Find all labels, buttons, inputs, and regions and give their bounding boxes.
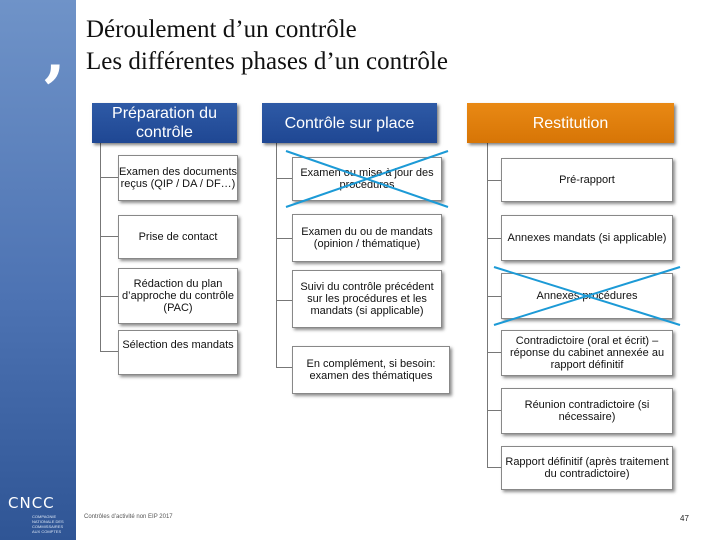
connector-tick — [100, 236, 118, 237]
connector-tick — [276, 367, 292, 368]
quote-mark-icon: , — [44, 16, 66, 89]
connector-tick — [100, 296, 118, 297]
heading-restitution: Restitution — [467, 103, 674, 143]
rest-item-5-label: Réunion contradictoire (si nécessaire) — [524, 399, 650, 423]
footer-note: Contrôles d’activité non EIP 2017 — [84, 514, 173, 520]
site-item-1-label: Examen ou mise à jour des procédures — [300, 167, 434, 191]
heading-preparation: Préparation du contrôle — [92, 103, 237, 143]
heading-restitution-label: Restitution — [532, 114, 609, 132]
site-item-2: Examen du ou de mandats (opinion / théma… — [292, 214, 442, 262]
connector-col3 — [487, 142, 488, 468]
connector-col1 — [100, 140, 101, 352]
title-line-2: Les différentes phases d’un contrôle — [86, 48, 448, 75]
connector-tick — [487, 467, 501, 468]
site-item-4: En complément, si besoin: examen des thé… — [292, 346, 450, 394]
rest-item-4: Contradictoire (oral et écrit) – réponse… — [501, 330, 673, 376]
site-item-3: Suivi du contrôle précédent sur les proc… — [292, 270, 442, 328]
rest-item-2: Annexes mandats (si applicable) — [501, 215, 673, 261]
prep-item-3-label: Rédaction du plan d’approche du contrôle… — [122, 278, 234, 314]
connector-tick — [487, 352, 501, 353]
prep-item-1-label: Examen des documents reçus (QIP / DA / D… — [119, 166, 238, 190]
rest-item-5: Réunion contradictoire (si nécessaire) — [501, 388, 673, 434]
connector-tick — [487, 296, 501, 297]
connector-col2 — [276, 142, 277, 368]
connector-tick — [487, 238, 501, 239]
site-item-4-label: En complément, si besoin: examen des thé… — [306, 358, 436, 382]
site-item-2-label: Examen du ou de mandats (opinion / théma… — [301, 226, 433, 250]
connector-tick — [276, 238, 292, 239]
connector-tick — [276, 178, 292, 179]
connector-tick — [487, 180, 501, 181]
logo-subtitle: COMPAGNIE NATIONALE DES COMMISSAIRES AUX… — [32, 514, 64, 534]
page-title: Déroulement d’un contrôle Les différente… — [86, 14, 448, 78]
page-number: 47 — [680, 514, 689, 523]
site-item-1: Examen ou mise à jour des procédures — [292, 157, 442, 201]
rest-item-1-label: Pré-rapport — [559, 174, 615, 186]
rest-item-6-label: Rapport définitif (après traitement du c… — [505, 456, 669, 480]
heading-controle-sur-place: Contrôle sur place — [262, 103, 437, 143]
connector-tick — [487, 410, 501, 411]
connector-tick — [100, 177, 118, 178]
heading-controle-label: Contrôle sur place — [284, 114, 415, 132]
prep-item-1: Examen des documents reçus (QIP / DA / D… — [118, 155, 238, 201]
rest-item-3: Annexes procédures — [501, 273, 673, 319]
prep-item-2-label: Prise de contact — [138, 231, 218, 243]
logo-text: CNCC — [8, 494, 55, 512]
connector-tick — [100, 351, 118, 352]
cncc-logo: CNCC COMPAGNIE NATIONALE DES COMMISSAIRE… — [8, 494, 68, 534]
prep-item-4-label: Sélection des mandats — [122, 339, 234, 351]
rest-item-3-label: Annexes procédures — [536, 290, 638, 302]
rest-item-6: Rapport définitif (après traitement du c… — [501, 446, 673, 490]
connector-tick — [276, 300, 292, 301]
sidebar-band: , CNCC COMPAGNIE NATIONALE DES COMMISSAI… — [0, 0, 76, 540]
prep-item-3: Rédaction du plan d’approche du contrôle… — [118, 268, 238, 324]
prep-item-4: Sélection des mandats — [118, 330, 238, 375]
title-line-1: Déroulement d’un contrôle — [86, 16, 357, 43]
rest-item-1: Pré-rapport — [501, 158, 673, 202]
rest-item-4-label: Contradictoire (oral et écrit) – réponse… — [509, 335, 665, 371]
heading-preparation-label: Préparation du contrôle — [112, 105, 217, 141]
prep-item-2: Prise de contact — [118, 215, 238, 259]
site-item-3-label: Suivi du contrôle précédent sur les proc… — [300, 281, 434, 317]
rest-item-2-label: Annexes mandats (si applicable) — [507, 232, 667, 244]
